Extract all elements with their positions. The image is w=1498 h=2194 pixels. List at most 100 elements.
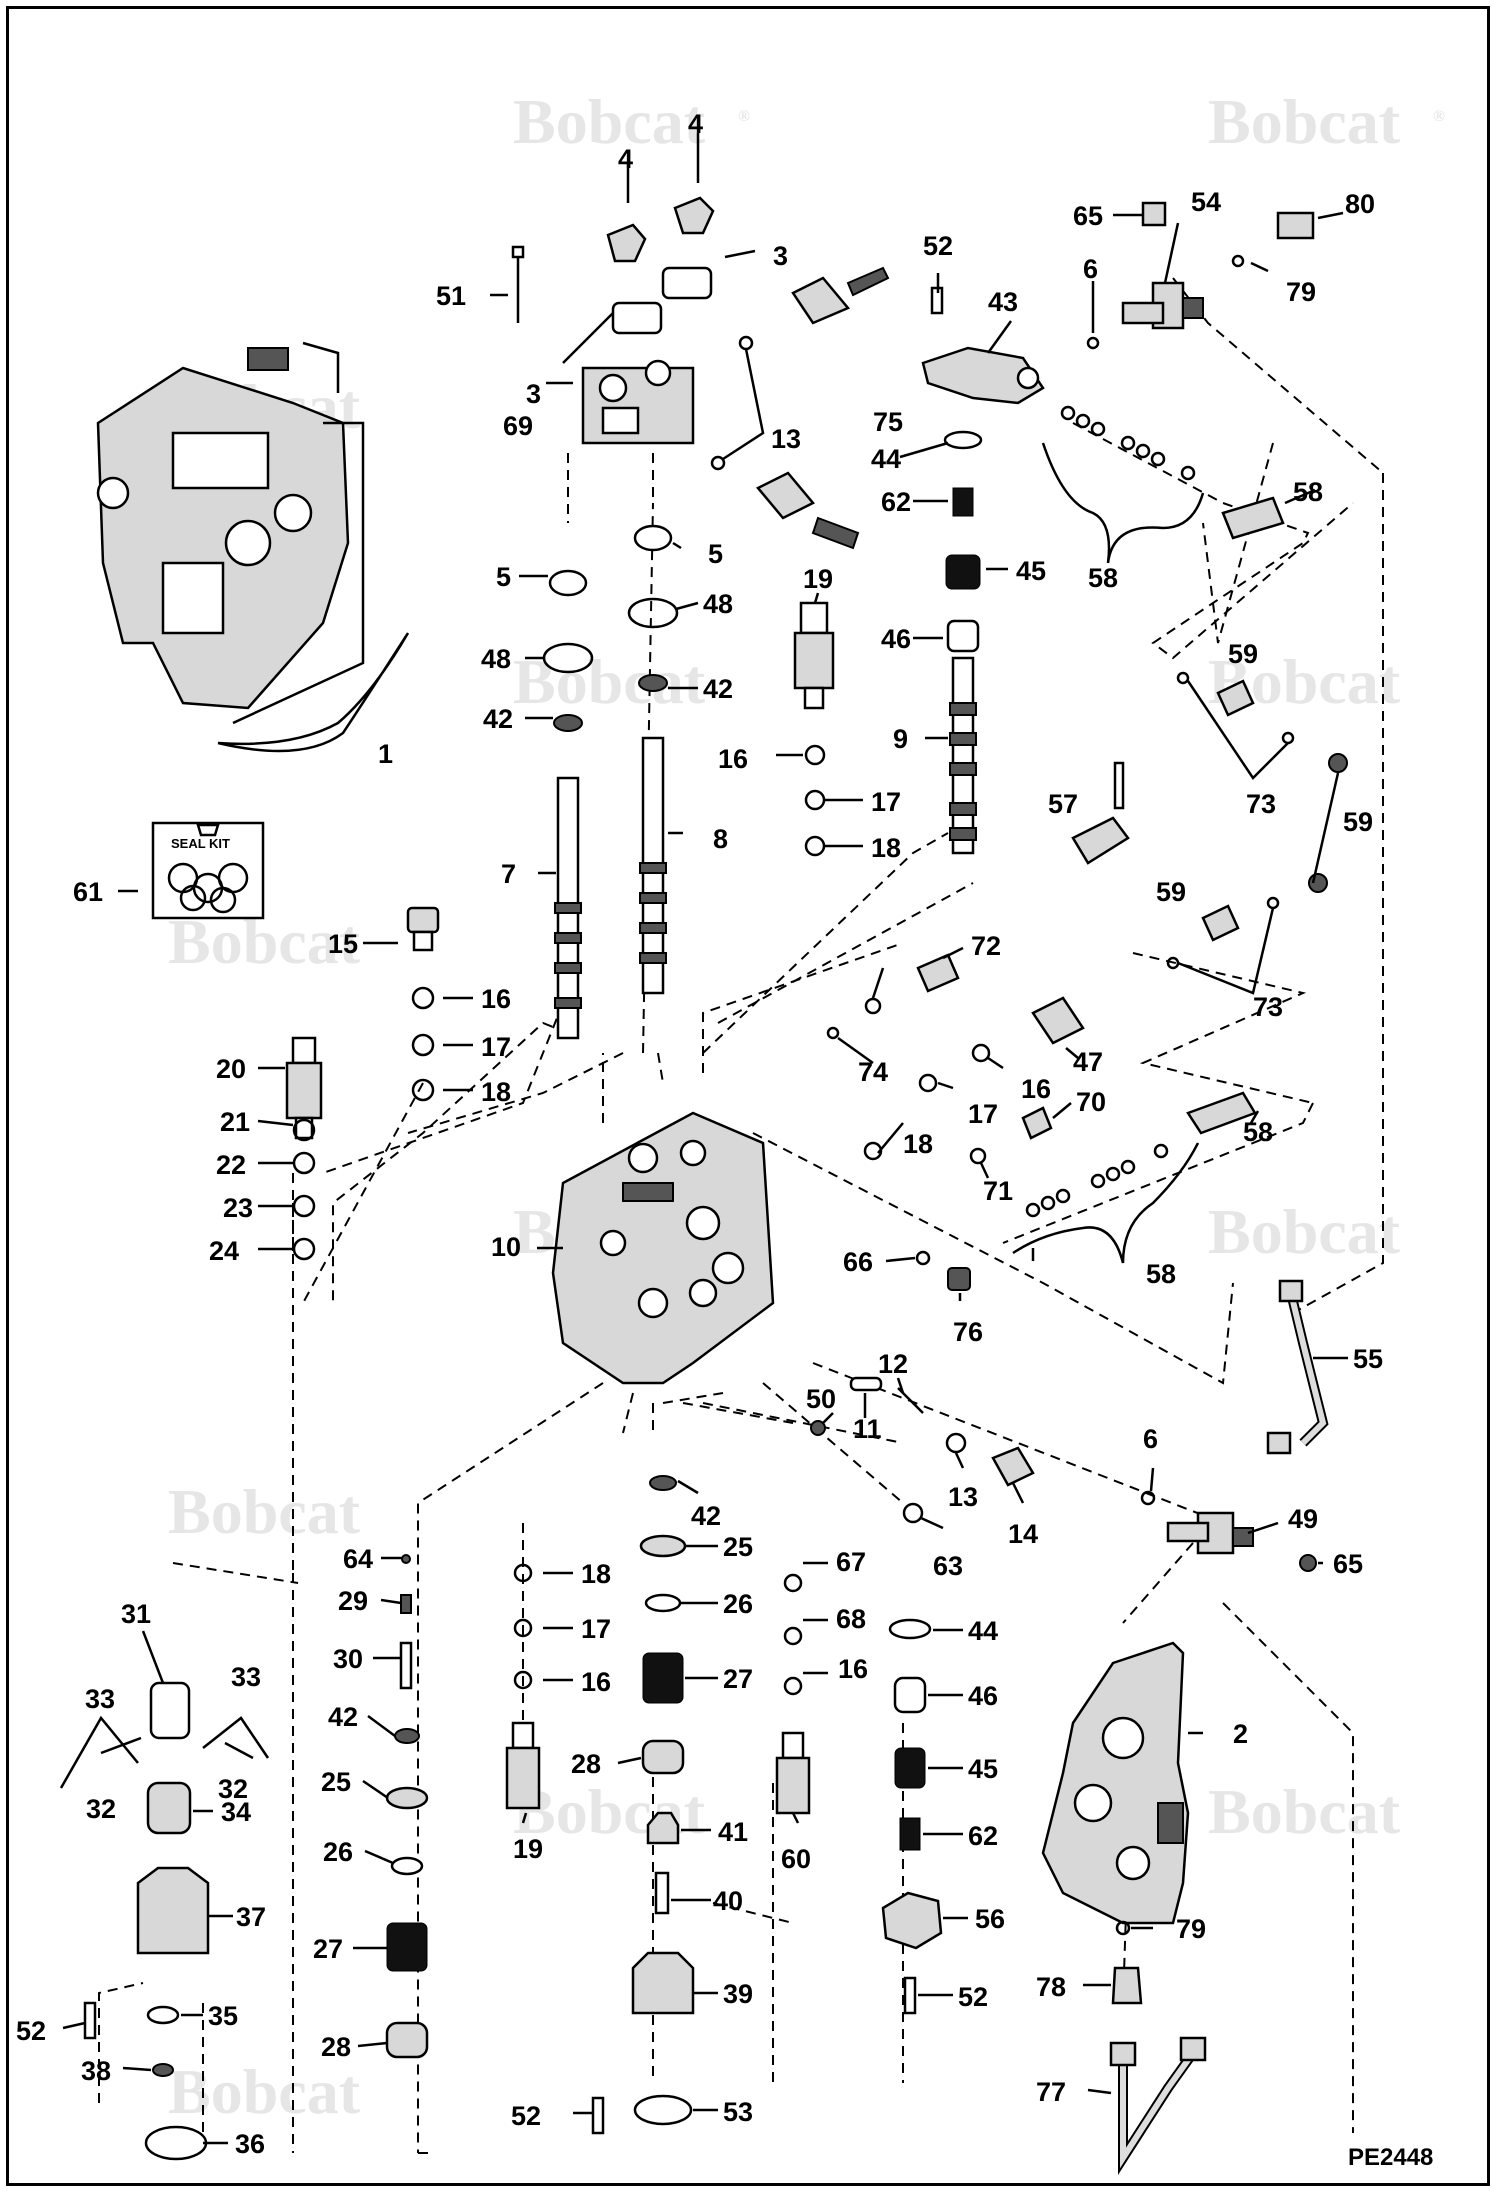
o-ring-22 bbox=[292, 1151, 316, 1175]
callout-11: 11 bbox=[853, 1414, 882, 1444]
callout-8: 8 bbox=[713, 824, 728, 854]
callout-79: 79 bbox=[1286, 277, 1316, 307]
ball-64 bbox=[401, 1554, 411, 1564]
callout-58: 58 bbox=[1243, 1117, 1273, 1147]
plug-4 bbox=[673, 196, 715, 235]
o-ring-74 bbox=[826, 1026, 840, 1040]
callout-62: 62 bbox=[881, 487, 911, 517]
callout-16: 16 bbox=[718, 744, 748, 774]
pin-32 bbox=[224, 1741, 254, 1760]
bobcat-watermark: Bobcat ® bbox=[1208, 86, 1445, 157]
bracket-58 bbox=[1012, 1142, 1200, 1264]
callout-4: 4 bbox=[618, 144, 633, 174]
callout-28: 28 bbox=[571, 1749, 601, 1779]
tee-fitting-54 bbox=[1121, 281, 1204, 330]
fitting-72 bbox=[916, 953, 960, 993]
o-ring-18 bbox=[804, 835, 826, 857]
svg-text:Bobcat: Bobcat bbox=[168, 2056, 361, 2127]
callout-17: 17 bbox=[481, 1032, 511, 1062]
callout-66: 66 bbox=[843, 1247, 873, 1277]
screw-52 bbox=[591, 2096, 605, 2135]
o-ring-73 bbox=[1176, 671, 1190, 685]
o-ring-13 bbox=[945, 1432, 967, 1454]
callout-49: 49 bbox=[1288, 1504, 1318, 1534]
o-ring-17 bbox=[804, 789, 826, 811]
callout-10: 10 bbox=[491, 1232, 521, 1262]
o-ring-63 bbox=[902, 1502, 924, 1524]
callout-18: 18 bbox=[481, 1077, 511, 1107]
o-ring-21 bbox=[292, 1118, 316, 1142]
callout-54: 54 bbox=[1191, 187, 1221, 217]
o-ring-16 bbox=[783, 1676, 803, 1696]
cap-31 bbox=[149, 1681, 191, 1740]
spring-62 bbox=[899, 1817, 921, 1851]
svg-text:Bobcat: Bobcat bbox=[1208, 1196, 1401, 1267]
callout-52: 52 bbox=[958, 1982, 988, 2012]
tube-77-nut bbox=[1179, 2036, 1207, 2062]
solenoid-coil-75b bbox=[756, 471, 860, 550]
nut-59 bbox=[1328, 753, 1348, 773]
callout-69: 69 bbox=[503, 411, 533, 441]
o-ring-67 bbox=[783, 1573, 803, 1593]
callout-16: 16 bbox=[1021, 1074, 1051, 1104]
valve-assembly-1 bbox=[96, 341, 365, 725]
callout-43: 43 bbox=[988, 287, 1018, 317]
callout-59: 59 bbox=[1156, 877, 1186, 907]
callout-16: 16 bbox=[481, 984, 511, 1014]
diagram-frame: Bobcat ® Bobcat ® Bobcat Bobcat Bobcat B… bbox=[6, 6, 1490, 2186]
callout-39: 39 bbox=[723, 1979, 753, 2009]
fitting-58 bbox=[1221, 496, 1285, 540]
gasket-3 bbox=[661, 266, 713, 300]
ball-50 bbox=[810, 1420, 826, 1436]
bobcat-watermark: Bobcat ® bbox=[513, 86, 750, 157]
fitting-58 bbox=[1186, 1091, 1257, 1135]
callout-44: 44 bbox=[968, 1616, 998, 1646]
callout-44: 44 bbox=[871, 444, 901, 474]
tube-orings-58 bbox=[1025, 1143, 1169, 1218]
callout-56: 56 bbox=[975, 1904, 1005, 1934]
o-ring-73 bbox=[1281, 731, 1295, 745]
callout-24: 24 bbox=[209, 1236, 239, 1266]
callout-28: 28 bbox=[321, 2032, 351, 2062]
callout-71: 71 bbox=[983, 1176, 1013, 1206]
callout-17: 17 bbox=[581, 1614, 611, 1644]
callout-3: 3 bbox=[526, 379, 541, 409]
callout-13: 13 bbox=[771, 424, 801, 454]
tee-fitting-49 bbox=[1166, 1511, 1254, 1555]
cap-5 bbox=[633, 524, 673, 552]
nut-59 bbox=[1308, 873, 1328, 893]
fitting-47 bbox=[1031, 996, 1085, 1045]
callout-27: 27 bbox=[723, 1664, 753, 1694]
relief-cartridge-20 bbox=[285, 1036, 323, 1140]
callout-5: 5 bbox=[708, 539, 723, 569]
callout-26: 26 bbox=[723, 1589, 753, 1619]
plug-70 bbox=[1021, 1106, 1053, 1140]
o-ring-24 bbox=[292, 1237, 316, 1261]
callout-32: 32 bbox=[86, 1794, 116, 1824]
svg-text:®: ® bbox=[1433, 108, 1445, 125]
callout-80: 80 bbox=[1345, 189, 1375, 219]
callout-41: 41 bbox=[718, 1817, 748, 1847]
bobcat-watermark: Bobcat bbox=[513, 646, 706, 717]
o-ring-44 bbox=[943, 430, 983, 450]
callout-25: 25 bbox=[723, 1532, 753, 1562]
leader-13 bbox=[722, 348, 765, 461]
o-ring-66 bbox=[915, 1250, 931, 1266]
port-block-43 bbox=[921, 346, 1045, 405]
tube-77-nut bbox=[1109, 2041, 1137, 2067]
leader-33 bbox=[59, 1715, 139, 1789]
callout-12: 12 bbox=[878, 1349, 908, 1379]
seat-28 bbox=[641, 1739, 685, 1775]
leader-73 bbox=[1177, 907, 1275, 995]
callout-42: 42 bbox=[691, 1501, 721, 1531]
o-ring-23 bbox=[292, 1194, 316, 1218]
o-ring-35 bbox=[146, 2005, 180, 2025]
callout-77: 77 bbox=[1036, 2077, 1066, 2107]
callout-15: 15 bbox=[328, 929, 358, 959]
washer-25 bbox=[385, 1786, 429, 1810]
callout-34: 34 bbox=[221, 1797, 251, 1827]
o-ring-17 bbox=[918, 1073, 938, 1093]
tube-77-inner bbox=[1120, 2051, 1196, 2169]
o-ring-17 bbox=[411, 1033, 435, 1057]
ring-42 bbox=[394, 1728, 420, 1744]
